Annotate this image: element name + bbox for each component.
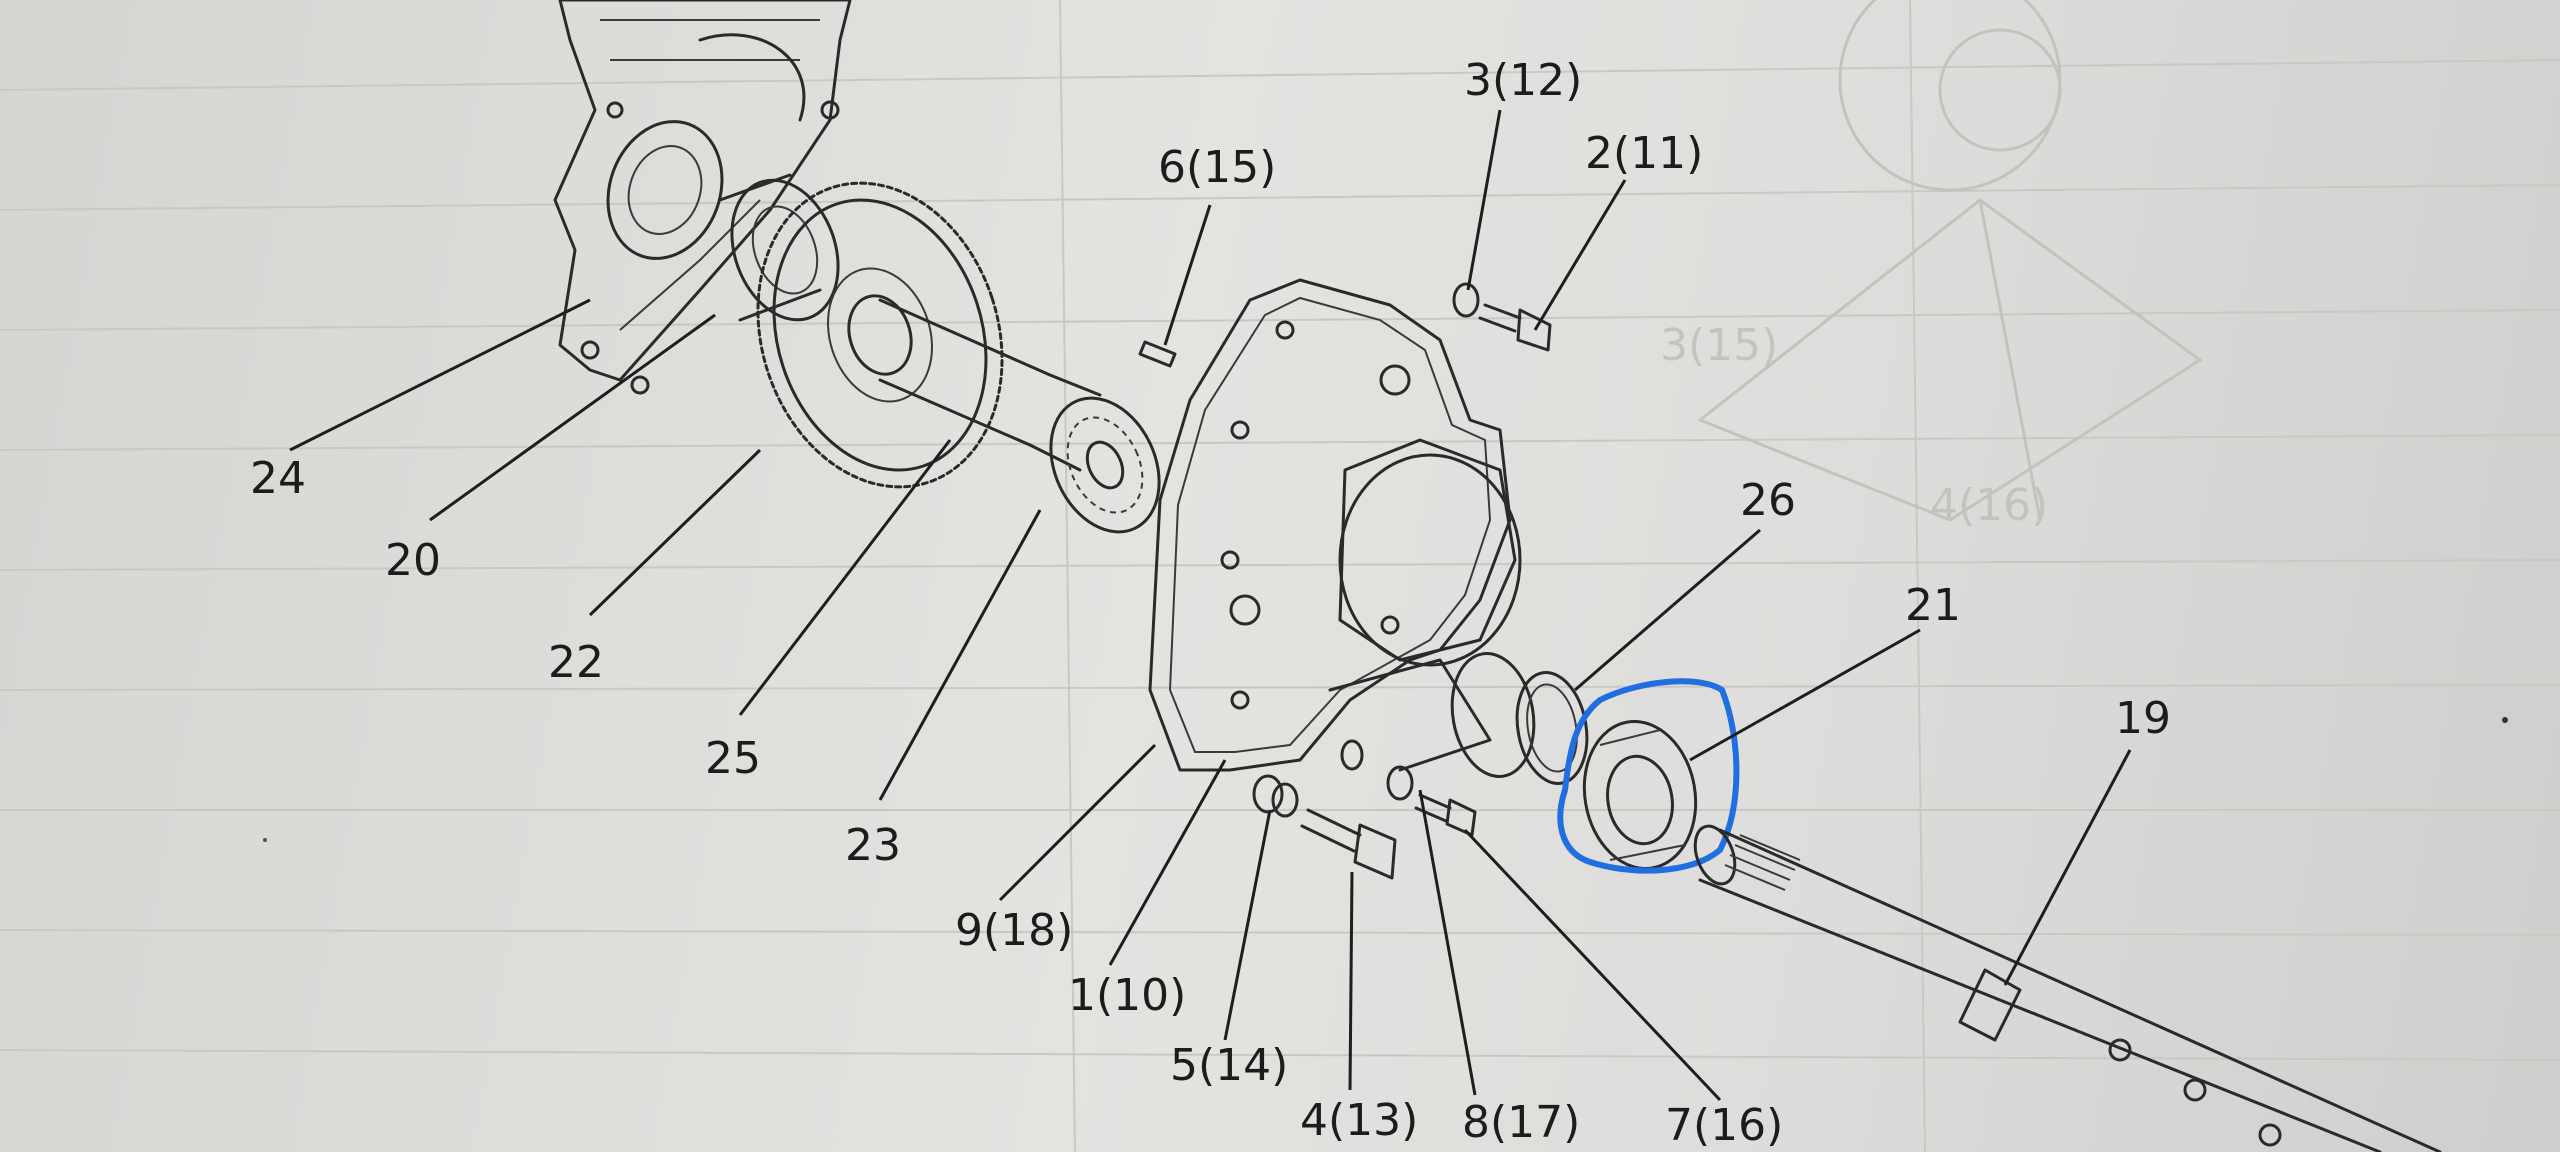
bearing-part-20 (718, 173, 840, 322)
label-21: 21 (1905, 580, 1961, 631)
label-20: 20 (385, 535, 441, 586)
paper-speck (263, 838, 267, 842)
shaft-part-25 (878, 298, 1102, 472)
leader-lines (289, 109, 2132, 1102)
label-23: 23 (845, 820, 901, 871)
label-2: 2(11) (1585, 128, 1703, 179)
label-24: 24 (250, 453, 306, 504)
label-9: 9(18) (955, 905, 1073, 956)
washer-part-3 (1452, 282, 1480, 318)
bleed-through-drawing (1697, 0, 2203, 522)
highlight-circle (1557, 678, 1740, 874)
transmission-case-part-24 (553, 0, 852, 395)
housing-cover-part-9 (1148, 278, 1536, 778)
label-25: 25 (705, 733, 761, 784)
label-7: 7(16) (1665, 1100, 1783, 1151)
bolt-part-4 (1300, 808, 1397, 880)
bearing-part-23 (1049, 396, 1161, 534)
label-3: 3(12) (1464, 55, 1582, 106)
paper-speck (2502, 717, 2508, 723)
label-22: 22 (548, 637, 604, 688)
gear-part-22 (756, 181, 1004, 489)
bolt-part-2 (1478, 303, 1552, 352)
faint-label-1: 3(15) (1660, 320, 1778, 371)
label-1: 1(10) (1068, 970, 1186, 1021)
bolt-part-7 (1414, 793, 1477, 837)
faint-label-2: 4(16) (1930, 480, 2048, 531)
label-26: 26 (1740, 475, 1796, 526)
label-6: 6(15) (1158, 142, 1276, 193)
label-5: 5(14) (1170, 1040, 1288, 1091)
label-19: 19 (2115, 693, 2171, 744)
shaft-part-19 (1693, 824, 2442, 1152)
pin-part-6 (1138, 340, 1177, 368)
label-8: 8(17) (1462, 1097, 1580, 1148)
o-ring-part-26 (1515, 671, 1589, 785)
oil-seal-part-21 (1582, 720, 1698, 870)
label-4: 4(13) (1300, 1095, 1418, 1146)
washer-part-8 (1340, 739, 1414, 801)
washer-part-5 (1252, 774, 1299, 818)
